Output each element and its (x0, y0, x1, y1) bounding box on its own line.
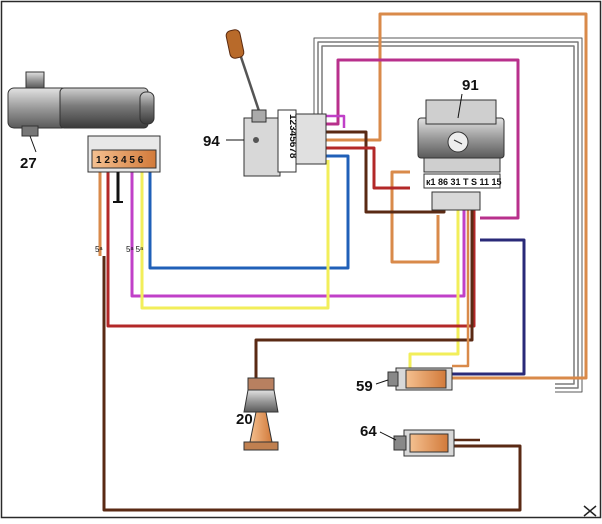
callout-64: 64 (360, 423, 377, 440)
wires (98, 12, 588, 512)
wire-brown-long (102, 256, 522, 512)
callout-27: 27 (20, 155, 37, 172)
wire-gray-1 (317, 41, 579, 389)
connector-64: 64 (360, 423, 455, 457)
switch-94: 12345678 94 (203, 29, 327, 177)
callout-91: 91 (462, 77, 479, 94)
callout-20: 20 (236, 411, 253, 428)
wire-yellow-bottom (140, 160, 330, 310)
switch-positions: 12345678 (287, 114, 298, 159)
callout-59: 59 (356, 378, 373, 395)
connector-59: 59 (356, 367, 453, 395)
wire-purple-switch (326, 114, 346, 128)
wire-pink-top (326, 58, 520, 220)
wire-orange-right (326, 12, 588, 380)
wire-orange-relay (390, 170, 440, 264)
motor-pin-labels: 1 2 3 4 5 6 (96, 155, 144, 166)
wire-gray-2 (321, 45, 575, 385)
wire-navy (452, 238, 526, 376)
wire-orange-59 (452, 210, 470, 368)
motor-wire-tag-1: 5ᵃ (95, 245, 103, 254)
wire-blue (148, 154, 350, 270)
wire-gray-3 (313, 37, 583, 393)
relay-91: к1 86 31 Т S 11 15 91 (417, 77, 505, 211)
wire-red-switch (326, 146, 410, 190)
motor-27: 1 2 3 4 5 6 27 5ᵃ 5ᵃ 5ᵃ (7, 71, 161, 254)
wire-red-long (106, 170, 476, 328)
sensor-20: 20 (236, 377, 279, 451)
wire-yellow-59 (408, 210, 460, 368)
relay-terminals: к1 86 31 Т S 11 15 (426, 177, 502, 187)
corner-tool-icon (583, 505, 597, 517)
motor-wire-tag-2: 5ᵃ 5ᵃ (126, 245, 144, 254)
wire-brown-59 (254, 210, 474, 380)
callout-94: 94 (203, 133, 220, 150)
wire-purple-long (130, 170, 466, 298)
